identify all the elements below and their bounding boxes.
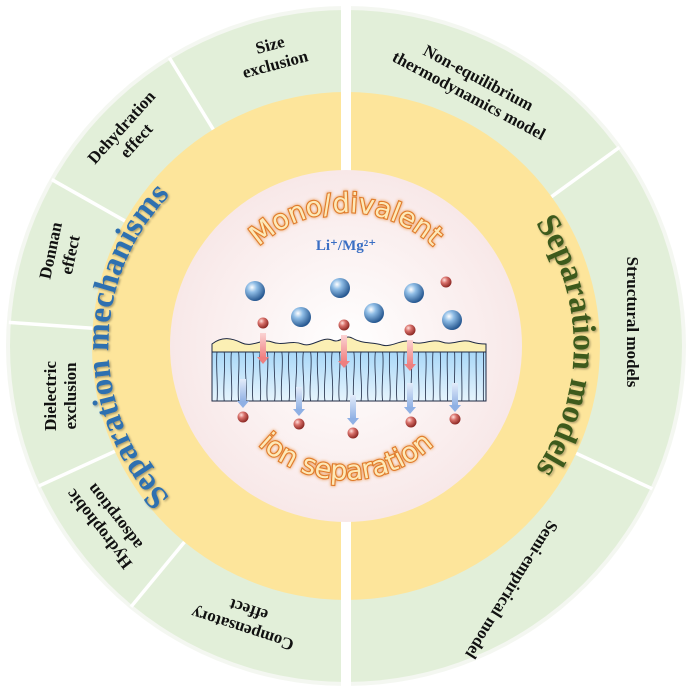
li-ion-permeated <box>405 416 417 428</box>
segment-divider-line <box>37 449 116 488</box>
permeation-arrow-head <box>293 409 305 416</box>
membrane-pore <box>230 351 233 402</box>
permeation-arrow-head <box>237 401 249 408</box>
li-ion <box>338 319 350 331</box>
membrane-pore <box>403 351 406 402</box>
membrane-pore <box>223 351 225 402</box>
segment-label-line2: exclusion <box>61 362 80 430</box>
membrane-pore <box>280 351 283 402</box>
segment-divider-line <box>575 451 654 491</box>
membrane-pore <box>439 351 441 402</box>
membrane-pore <box>295 351 298 402</box>
li-ion-permeated <box>293 418 305 430</box>
membrane-pore <box>244 351 247 402</box>
membrane-pore <box>237 351 240 402</box>
mg-ion <box>442 310 462 330</box>
mg-ion <box>330 278 350 298</box>
rejection-arrow-head <box>257 357 269 364</box>
rejection-arrow-head <box>338 361 350 368</box>
rejection-arrow-shaft <box>341 335 347 362</box>
membrane-pore <box>388 351 391 402</box>
membrane-illustration <box>211 276 487 439</box>
membrane-pore <box>367 351 370 402</box>
ions <box>237 276 462 439</box>
segment-divider-line <box>167 56 215 131</box>
li-ion-permeated <box>237 411 249 423</box>
segment-dielectric-exclusion: Dielectric exclusion <box>41 361 80 431</box>
permeation-arrow-shaft <box>296 387 302 410</box>
membrane-pore <box>396 351 398 402</box>
permeation-arrow-head <box>347 418 359 425</box>
li-ion <box>404 324 416 336</box>
rejection-arrow-shaft <box>260 333 266 358</box>
membrane-pore <box>425 351 427 402</box>
membrane-pore <box>360 351 362 402</box>
li-ion-permeated <box>449 413 461 425</box>
membrane-pore <box>417 351 420 402</box>
li-ion <box>440 276 452 288</box>
membrane-pore <box>259 351 262 402</box>
mg-ion <box>404 283 424 303</box>
segment-divider-line <box>129 540 186 608</box>
membrane-pore <box>316 351 319 402</box>
permeation-arrow-head <box>404 407 416 414</box>
permeation-arrow-shaft <box>452 383 458 406</box>
rejection-arrow-head <box>404 364 416 371</box>
segment-structural-models: Structural models <box>623 257 642 388</box>
ion-pair-label: Li⁺/Mg²⁺ <box>316 238 376 254</box>
segment-divider-line <box>50 178 126 223</box>
li-ion-permeated <box>347 427 359 439</box>
mg-ion <box>364 303 384 323</box>
transport-arrows <box>237 333 461 425</box>
mg-ion <box>291 307 311 327</box>
permeation-arrow-shaft <box>407 383 413 408</box>
segment-divider-line <box>8 320 93 331</box>
membrane-pore <box>288 351 290 402</box>
segment-dividers <box>8 56 654 608</box>
membrane-pore <box>446 351 449 402</box>
li-ion <box>257 317 269 329</box>
membrane-pore <box>331 351 334 402</box>
permeation-arrow-head <box>449 405 461 412</box>
membrane-pore <box>309 351 312 402</box>
membrane-pore <box>323 351 327 402</box>
membrane-pore <box>266 351 269 402</box>
membrane-pore <box>216 351 218 402</box>
membrane-pore <box>273 351 276 402</box>
mg-ion <box>245 281 265 301</box>
membrane-pore <box>381 351 384 402</box>
membrane-pore <box>302 351 305 402</box>
permeation-arrow-shaft <box>350 395 356 419</box>
permeation-arrow-shaft <box>240 379 246 402</box>
rejection-arrow-shaft <box>407 340 413 365</box>
segment-divider-line <box>550 145 621 199</box>
segment-label-line1: Dielectric <box>41 361 60 431</box>
membrane-pore <box>252 351 254 402</box>
segment-label-line1: Structural models <box>623 257 642 388</box>
membrane-pore <box>374 351 377 402</box>
membrane-pore <box>432 351 434 402</box>
membrane-pore <box>338 351 341 402</box>
